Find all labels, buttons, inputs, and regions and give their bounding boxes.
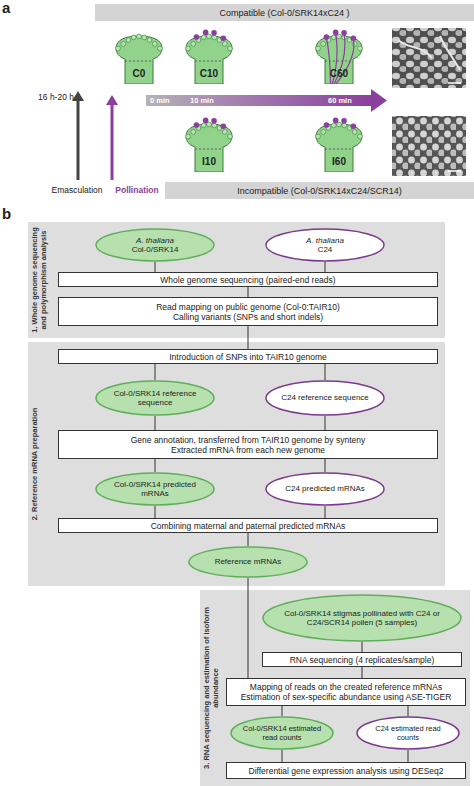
oval-label: A. thaliana (306, 236, 344, 246)
stigma-label: I60 (332, 156, 346, 167)
step-section: 3. RNA sequencing and estimation of isof… (200, 590, 470, 786)
box-label: Gene annotation, transferred from TAIR10… (131, 435, 366, 445)
oval-label: C24 reference sequence (281, 393, 369, 403)
oval-text-holder: Reference mRNAs (199, 546, 297, 578)
panel-letter: a (2, 0, 22, 16)
stigma-shape: I10 (183, 116, 235, 172)
box-label: Calling variants (SNPs and short indels) (173, 312, 323, 322)
time-arrow (146, 89, 387, 112)
stigma-shape: C10 (183, 28, 235, 84)
data-oval: C24 predicted mRNAs (265, 472, 385, 506)
box-label: Differential gene expression analysis us… (249, 766, 444, 776)
process-box: Combining maternal and paternal predicte… (58, 518, 438, 533)
stigma-text-holder: I60 (321, 152, 357, 170)
section-label: 3. RNA sequencing and estimation of isof… (202, 590, 220, 786)
sem-image (392, 116, 466, 176)
oval-text-holder: Col-0/SRK14 predicted mRNAs (106, 472, 204, 506)
box-label: Estimation of sex-specific abundance usi… (241, 692, 452, 702)
sample-oval: A. thalianaCol-0/SRK14 (95, 228, 215, 262)
condition-band: Compatible (Col-0/SRK14xC24 ) (95, 4, 474, 21)
sem-image (392, 28, 466, 88)
data-oval: Col-0/SRK14 reference sequence (95, 380, 215, 416)
stigma-label: C60 (330, 68, 348, 79)
step-label: Emasculation (44, 185, 110, 195)
sample-oval: Col-0/SRK14 stigmas pollinated with C24 … (262, 594, 462, 642)
box-label: Mapping of reads on the created referenc… (250, 682, 442, 692)
oval-label: C24 predicted mRNAs (285, 484, 365, 494)
oval-text-holder: A. thalianaC24 (276, 228, 374, 262)
process-box: Introduction of SNPs into TAIR10 genome (58, 349, 438, 364)
process-box: RNA sequencing (4 replicates/sample) (262, 652, 462, 667)
data-oval: Col-0/SRK14 predicted mRNAs (95, 472, 215, 506)
stigma-text-holder: I10 (191, 152, 227, 170)
emasculation-arrow (72, 91, 84, 180)
process-box: Gene annotation, transferred from TAIR10… (58, 430, 438, 459)
sample-oval: A. thalianaC24 (265, 228, 385, 262)
condition-band: Incompatible (Col-0/SRK14xC24/SCR14) (165, 182, 474, 199)
data-oval: C24 reference sequence (265, 380, 385, 416)
panel-letter: b (2, 206, 22, 222)
section-label-holder: 1. Whole genome sequencing and polymorph… (30, 222, 48, 338)
process-box: Whole genome sequencing (paired-end read… (58, 272, 438, 287)
data-oval: C24 estimated read counts (356, 716, 460, 750)
pollination-arrow (106, 95, 118, 180)
oval-text-holder: Col-0/SRK14 reference sequence (106, 380, 204, 416)
step-label: Pollination (110, 185, 164, 195)
box-label: Combining maternal and paternal predicte… (151, 521, 346, 531)
oval-text-holder: Col-0/SRK14 stigmas pollinated with C24 … (280, 594, 444, 642)
stigma-shape: C60 (313, 28, 365, 84)
oval-text-holder: C24 predicted mRNAs (276, 472, 374, 506)
oval-text-holder: C24 estimated read counts (365, 716, 450, 750)
oval-label: Col-0/SRK14 stigmas pollinated with C24 … (280, 609, 444, 628)
section-label: 2. Reference mRNA preparation (30, 342, 39, 586)
stigma-shape: C0 (113, 28, 165, 84)
oval-text-holder: Col-0/SRK14 estimated read counts (239, 716, 324, 750)
oval-label: C24 (318, 245, 333, 255)
time-label: 10 min (190, 96, 224, 106)
process-box: Read mapping on public genome (Col-0:TAI… (58, 297, 438, 326)
step-section: 2. Reference mRNA preparation Introductio… (28, 342, 445, 586)
oval-label: Col-0/SRK14 reference sequence (106, 389, 204, 408)
oval-label: A. thaliana (136, 236, 174, 246)
box-label: RNA sequencing (4 replicates/sample) (290, 655, 435, 665)
oval-text-holder: A. thalianaCol-0/SRK14 (106, 228, 204, 262)
section-label: 1. Whole genome sequencing and polymorph… (30, 222, 48, 338)
process-box: Mapping of reads on the created referenc… (226, 678, 466, 706)
process-box: Differential gene expression analysis us… (226, 762, 466, 779)
data-oval: Reference mRNAs (188, 546, 308, 578)
time-label: 16 h-20 h (24, 92, 74, 102)
time-label: 60 min (328, 96, 364, 106)
section-label-holder: 3. RNA sequencing and estimation of isof… (202, 590, 220, 786)
step-section: 1. Whole genome sequencing and polymorph… (28, 222, 445, 338)
stigma-text-holder: C60 (321, 64, 357, 82)
band-label: Compatible (Col-0/SRK14xC24 ) (219, 8, 349, 18)
stigma-label: C0 (133, 68, 146, 79)
box-label: Whole genome sequencing (paired-end read… (160, 275, 335, 285)
oval-label: C24 estimated read counts (365, 724, 450, 743)
section-label-holder: 2. Reference mRNA preparation (30, 342, 39, 586)
stigma-text-holder: C10 (191, 64, 227, 82)
stigma-label: I10 (202, 156, 216, 167)
time-label: 0 min (150, 96, 180, 106)
box-label: Read mapping on public genome (Col-0:TAI… (156, 302, 340, 312)
band-label: Incompatible (Col-0/SRK14xC24/SCR14) (237, 186, 402, 196)
oval-label: Col-0/SRK14 (132, 245, 179, 255)
data-oval: Col-0/SRK14 estimated read counts (230, 716, 334, 750)
stigma-label: C10 (200, 68, 218, 79)
stigma-text-holder: C0 (121, 64, 157, 82)
oval-label: Reference mRNAs (215, 557, 282, 567)
oval-label: Col-0/SRK14 predicted mRNAs (106, 480, 204, 499)
oval-text-holder: C24 reference sequence (276, 380, 374, 416)
box-label: Extracted mRNA from each new genome (171, 445, 325, 455)
oval-label: Col-0/SRK14 estimated read counts (239, 724, 324, 743)
box-label: Introduction of SNPs into TAIR10 genome (169, 352, 327, 362)
stigma-shape: I60 (313, 116, 365, 172)
